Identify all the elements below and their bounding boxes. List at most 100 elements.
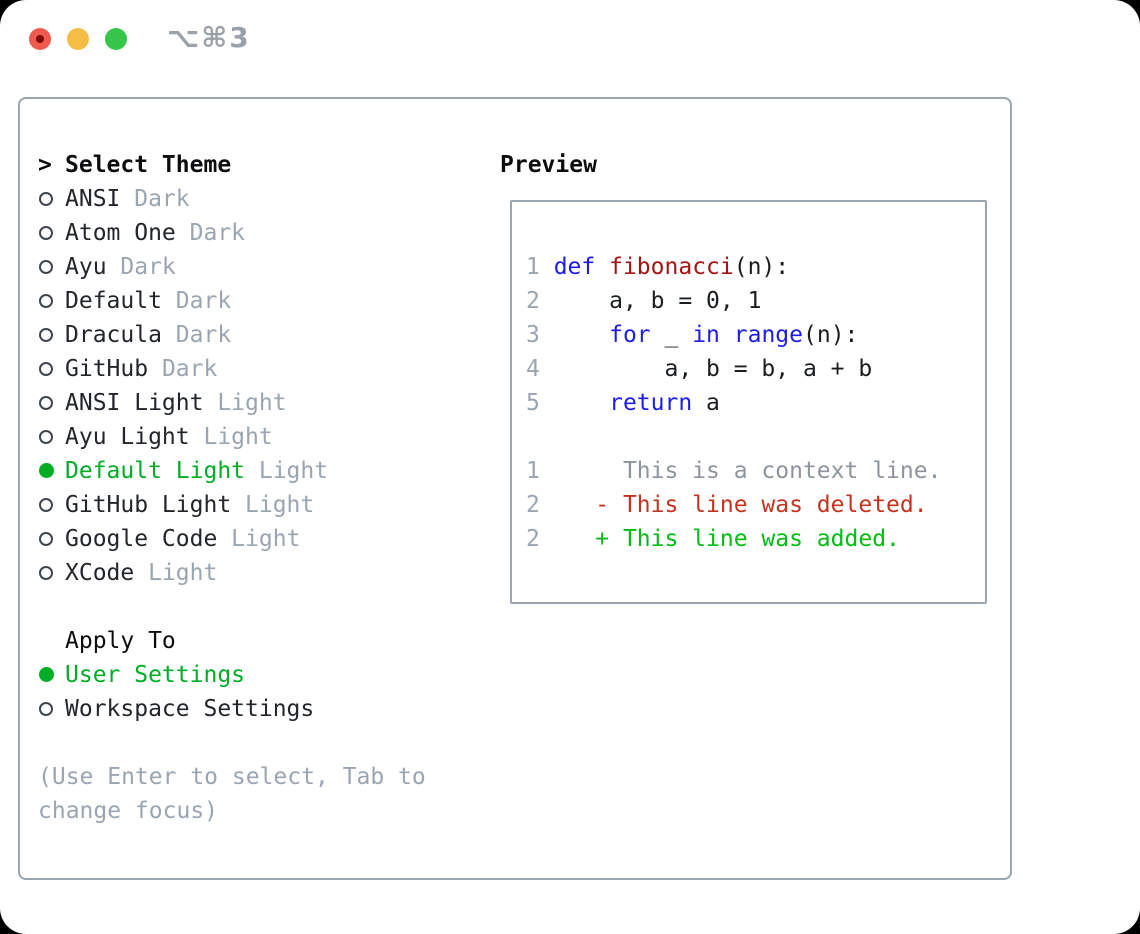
section-gap bbox=[38, 726, 488, 760]
help-text: (Use Enter to select, Tab to change focus… bbox=[38, 760, 488, 828]
theme-option[interactable]: Dracula Dark bbox=[38, 318, 488, 352]
theme-variant-label: Light bbox=[245, 458, 329, 484]
code-segment: def bbox=[553, 254, 596, 280]
line-number: 5 bbox=[526, 390, 554, 416]
theme-option[interactable]: Default Light Light bbox=[38, 454, 488, 488]
line-number: 2 bbox=[526, 492, 554, 518]
record-dot-icon bbox=[36, 35, 44, 43]
radio-icon bbox=[39, 260, 53, 274]
theme-name-label: Ayu Light bbox=[65, 424, 190, 450]
theme-variant-label: Light bbox=[217, 526, 301, 552]
maximize-button[interactable] bbox=[105, 28, 127, 50]
theme-variant-label: Dark bbox=[175, 220, 246, 246]
radio-icon bbox=[39, 566, 53, 580]
preview-line: 4 a, b = b, a + b bbox=[526, 352, 985, 386]
theme-option[interactable]: ANSI Dark bbox=[38, 182, 488, 216]
apply-option-label: Workspace Settings bbox=[65, 696, 315, 722]
code-segment bbox=[595, 254, 609, 280]
line-number: 4 bbox=[526, 356, 554, 382]
code-segment: _ bbox=[650, 322, 693, 348]
theme-variant-label: Light bbox=[134, 560, 218, 586]
theme-name-label: Default bbox=[65, 288, 162, 314]
theme-option[interactable]: Google Code Light bbox=[38, 522, 488, 556]
window-shortcut-label: ⌥⌘3 bbox=[167, 21, 251, 54]
minimize-button[interactable] bbox=[67, 28, 89, 50]
cursor-indicator: > bbox=[38, 152, 52, 178]
preview-line: 2 - This line was deleted. bbox=[526, 488, 985, 522]
close-button[interactable] bbox=[29, 28, 51, 50]
radio-icon bbox=[39, 532, 53, 546]
theme-name-label: Google Code bbox=[65, 526, 218, 552]
theme-name-label: GitHub bbox=[65, 356, 149, 382]
radio-icon bbox=[39, 226, 53, 240]
theme-name-label: Ayu bbox=[65, 254, 107, 280]
theme-list-title: Select Theme bbox=[65, 152, 232, 178]
code-segment: - This line was deleted. bbox=[553, 492, 928, 518]
line-number: 2 bbox=[526, 526, 554, 552]
theme-variant-label: Dark bbox=[161, 322, 232, 348]
radio-icon bbox=[39, 192, 53, 206]
theme-option[interactable]: Ayu Light Light bbox=[38, 420, 488, 454]
code-segment bbox=[554, 322, 609, 348]
theme-option[interactable]: Ayu Dark bbox=[38, 250, 488, 284]
theme-option[interactable]: Default Dark bbox=[38, 284, 488, 318]
apply-to-option[interactable]: Workspace Settings bbox=[38, 692, 488, 726]
theme-option[interactable]: GitHub Dark bbox=[38, 352, 488, 386]
radio-icon bbox=[39, 498, 53, 512]
theme-variant-label: Light bbox=[189, 424, 273, 450]
preview-line: 5 return a bbox=[526, 386, 985, 420]
code-segment: (n): bbox=[733, 254, 790, 280]
radio-icon bbox=[39, 328, 53, 342]
code-segment bbox=[720, 322, 734, 348]
theme-option[interactable]: Atom One Dark bbox=[38, 216, 488, 250]
theme-option[interactable]: ANSI Light Light bbox=[38, 386, 488, 420]
apply-option-label: User Settings bbox=[65, 662, 246, 688]
radio-selected-icon bbox=[39, 463, 54, 478]
section-gap bbox=[38, 590, 488, 624]
theme-variant-label: Dark bbox=[161, 288, 232, 314]
radio-selected-icon bbox=[39, 667, 54, 682]
help-text-line: (Use Enter to select, Tab to bbox=[38, 764, 426, 790]
code-segment: This is a context line. bbox=[553, 458, 942, 484]
code-segment: a, b = 0, 1 bbox=[553, 288, 762, 314]
theme-name-label: Default Light bbox=[65, 458, 246, 484]
theme-variant-label: Dark bbox=[148, 356, 218, 382]
preview-line: 2 a, b = 0, 1 bbox=[526, 284, 985, 318]
code-segment: fibonacci bbox=[609, 254, 734, 280]
line-number: 1 bbox=[526, 458, 554, 484]
theme-option[interactable]: XCode Light bbox=[38, 556, 488, 590]
code-segment: return bbox=[609, 390, 693, 416]
help-text-line: change focus) bbox=[38, 798, 219, 824]
preview-line: 1 This is a context line. bbox=[526, 454, 985, 488]
apply-to-header: Apply To bbox=[38, 624, 488, 658]
code-segment: in bbox=[692, 322, 720, 348]
code-segment: (n): bbox=[803, 322, 859, 348]
theme-variant-label: Light bbox=[231, 492, 315, 518]
preview-line bbox=[526, 420, 985, 454]
theme-variant-label: Light bbox=[203, 390, 287, 416]
code-segment: a, b = b, a + b bbox=[553, 356, 873, 382]
radio-icon bbox=[39, 362, 53, 376]
line-number: 2 bbox=[526, 288, 554, 314]
line-number: 3 bbox=[526, 322, 554, 348]
theme-variant-label: Dark bbox=[106, 254, 176, 280]
preview-line: 1 def fibonacci(n): bbox=[526, 250, 985, 284]
theme-name-label: GitHub Light bbox=[65, 492, 232, 518]
radio-icon bbox=[39, 396, 53, 410]
preview-line: 2 + This line was added. bbox=[526, 522, 985, 556]
radio-icon bbox=[39, 294, 53, 308]
radio-icon bbox=[39, 430, 53, 444]
theme-option[interactable]: GitHub Light Light bbox=[38, 488, 488, 522]
line-number: 1 bbox=[526, 254, 554, 280]
apply-to-option[interactable]: User Settings bbox=[38, 658, 488, 692]
code-segment bbox=[554, 390, 609, 416]
theme-name-label: ANSI bbox=[65, 186, 121, 212]
apply-to-title: Apply To bbox=[65, 628, 176, 654]
code-segment: + This line was added. bbox=[553, 526, 900, 552]
